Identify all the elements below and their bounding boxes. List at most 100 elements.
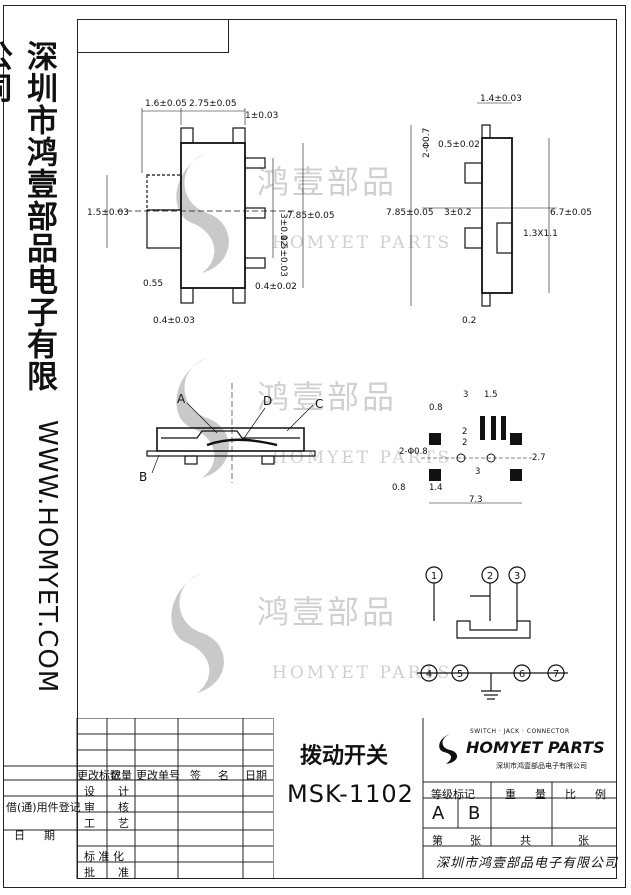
watermark-en-1: HOMYET PARTS bbox=[272, 233, 452, 253]
watermark-3: 鸿壹部品 HOMYET PARTS bbox=[171, 573, 452, 693]
label-d: D bbox=[263, 394, 272, 408]
dim-0-55: 0.55 bbox=[143, 279, 163, 289]
sign-review-2: 核 bbox=[118, 801, 129, 814]
fp-0-8-top: 0.8 bbox=[429, 403, 443, 413]
dim-7-85: 7.85±0.05 bbox=[287, 211, 335, 221]
footprint-dims: 0.8 3 1.5 2 2 2-Φ0.8 3 2.7 0.8 1.4 7.3 bbox=[392, 390, 546, 505]
title-area-lines bbox=[273, 718, 617, 879]
logo-company-cn: 深圳市鸿壹部品电子有限公司 bbox=[496, 762, 587, 770]
sign-process-2: 艺 bbox=[118, 817, 129, 830]
fp-1-5: 1.5 bbox=[484, 390, 498, 400]
sheet-total-2: 张 bbox=[578, 834, 589, 847]
drawing-border bbox=[77, 19, 617, 879]
pin-4: 4 bbox=[426, 669, 432, 680]
dim-1-4: 1.4±0.03 bbox=[480, 94, 522, 104]
sign-approve-1: 批 bbox=[84, 866, 95, 879]
sign-design-2: 计 bbox=[118, 785, 129, 798]
logo-mark-icon bbox=[439, 734, 458, 764]
footer-company-script: 深圳市鸿壹部品电子有限公司 bbox=[436, 856, 619, 871]
rev-header-name: 名 bbox=[218, 769, 229, 782]
watermark-en-3: HOMYET PARTS bbox=[272, 663, 452, 683]
watermark-cn-1: 鸿壹部品 bbox=[257, 163, 397, 201]
watermark-cn-3: 鸿壹部品 bbox=[257, 593, 397, 631]
dim-0-4-a: 0.4±0.02 bbox=[255, 282, 297, 292]
watermark-1: 鸿壹部品 HOMYET PARTS bbox=[176, 153, 452, 273]
fp-0-8-bottom: 0.8 bbox=[392, 483, 406, 493]
grade-a: A bbox=[432, 803, 445, 824]
side-view-dims: 1.4±0.03 2-Φ0.7 0.5±0.02 7.85±0.05 3±0.2… bbox=[386, 94, 592, 326]
watermark-cn-2: 鸿壹部品 bbox=[257, 378, 397, 416]
sign-process-1: 工 bbox=[84, 817, 95, 830]
scale-header-1: 比 bbox=[565, 788, 576, 801]
label-b: B bbox=[139, 470, 147, 484]
footprint bbox=[421, 416, 532, 504]
pin-5: 5 bbox=[457, 669, 463, 680]
grade-header: 等级标记 bbox=[431, 788, 475, 801]
sign-design-1: 设 bbox=[84, 785, 95, 798]
pin-3: 3 bbox=[514, 571, 520, 582]
fp-1-4: 1.4 bbox=[429, 483, 443, 493]
rev-header-no: 更改单号 bbox=[136, 769, 180, 782]
technical-drawing: 鸿壹部品 HOMYET PARTS 鸿壹部品 HOMYET PARTS 鸿壹部品… bbox=[87, 94, 592, 700]
fp-2-b: 2 bbox=[462, 438, 467, 448]
fp-2-a: 2 bbox=[462, 427, 467, 437]
dim-1-6: 1.6±0.05 bbox=[145, 99, 187, 109]
schematic bbox=[417, 566, 568, 700]
dim-2-phi-0-7: 2-Φ0.7 bbox=[422, 128, 432, 158]
website-vertical: WWW.HOMYET.COM bbox=[32, 420, 62, 694]
label-c: C bbox=[315, 397, 323, 411]
dim-0-4-b: 0.4±0.03 bbox=[153, 316, 195, 326]
dim-6-7: 6.7±0.05 bbox=[550, 208, 592, 218]
sign-standard: 标 准 化 bbox=[84, 850, 124, 863]
date-label-2: 期 bbox=[44, 829, 55, 842]
fp-2-phi-0-8: 2-Φ0.8 bbox=[399, 447, 428, 457]
section-view bbox=[146, 383, 316, 483]
dim-1-3x1-1: 1.3X1.1 bbox=[523, 229, 558, 239]
front-view-dims: 1.6±0.05 2.75±0.05 1±0.03 3±0.02 7.85±0.… bbox=[87, 99, 335, 326]
pin-2: 2 bbox=[487, 571, 493, 582]
weight-header-1: 重 bbox=[505, 788, 516, 801]
dim-3-side: 3±0.2 bbox=[444, 208, 472, 218]
company-name-vertical: 深圳市鸿壹部品电子有限公司 bbox=[0, 40, 57, 392]
sign-area-lines bbox=[3, 718, 273, 879]
pin-7: 7 bbox=[553, 669, 559, 680]
weight-header-2: 量 bbox=[535, 788, 546, 801]
rev-header-date: 日期 bbox=[245, 769, 267, 782]
fp-3-mid: 3 bbox=[475, 467, 480, 477]
sheet-no-2: 张 bbox=[470, 834, 481, 847]
date-label-1: 日 bbox=[14, 829, 25, 842]
dim-2-75: 2.75±0.05 bbox=[189, 99, 237, 109]
section-labels: A B C D bbox=[139, 392, 323, 484]
logo-name: HOMYET PARTS bbox=[466, 738, 605, 757]
watermark-en-2: HOMYET PARTS bbox=[272, 448, 452, 468]
model-number: MSK-1102 bbox=[287, 780, 414, 808]
fp-3-top: 3 bbox=[463, 390, 468, 400]
product-name: 拨动开关 bbox=[300, 744, 389, 769]
dim-3: 3±0.02 bbox=[278, 213, 288, 246]
sign-review-1: 审 bbox=[84, 801, 95, 814]
sheet-no-1: 第 bbox=[432, 834, 443, 847]
grade-b: B bbox=[468, 803, 481, 824]
front-view bbox=[106, 108, 304, 304]
dim-1-5-b: 1.5±0.03 bbox=[278, 235, 288, 277]
rev-header-sign: 签 bbox=[190, 769, 201, 782]
dim-7-85-side: 7.85±0.05 bbox=[386, 208, 434, 218]
logo-tagline: SWITCH · JACK · CONNECTOR bbox=[470, 728, 570, 735]
fp-7-3: 7.3 bbox=[469, 495, 483, 505]
dim-0-5: 0.5±0.02 bbox=[438, 140, 480, 150]
borrow-register-label: 借(通)用件登记 bbox=[6, 801, 81, 814]
label-a: A bbox=[177, 392, 186, 406]
sign-approve-2: 准 bbox=[118, 866, 129, 879]
rev-header-mark: 更改标记 bbox=[77, 769, 121, 782]
scale-header-2: 例 bbox=[595, 788, 606, 801]
drawing-frame bbox=[3, 5, 626, 888]
pin-1: 1 bbox=[431, 571, 437, 582]
top-left-box bbox=[77, 19, 229, 53]
watermark-2: 鸿壹部品 HOMYET PARTS bbox=[176, 358, 452, 478]
rev-header-qty: 数量 bbox=[110, 769, 132, 782]
dim-0-2: 0.2 bbox=[462, 316, 476, 326]
dim-1: 1±0.03 bbox=[245, 111, 278, 121]
schematic-pins: 1 2 3 4 5 6 7 bbox=[426, 571, 559, 680]
side-view bbox=[410, 102, 557, 307]
dim-1-5-a: 1.5±0.03 bbox=[87, 208, 129, 218]
